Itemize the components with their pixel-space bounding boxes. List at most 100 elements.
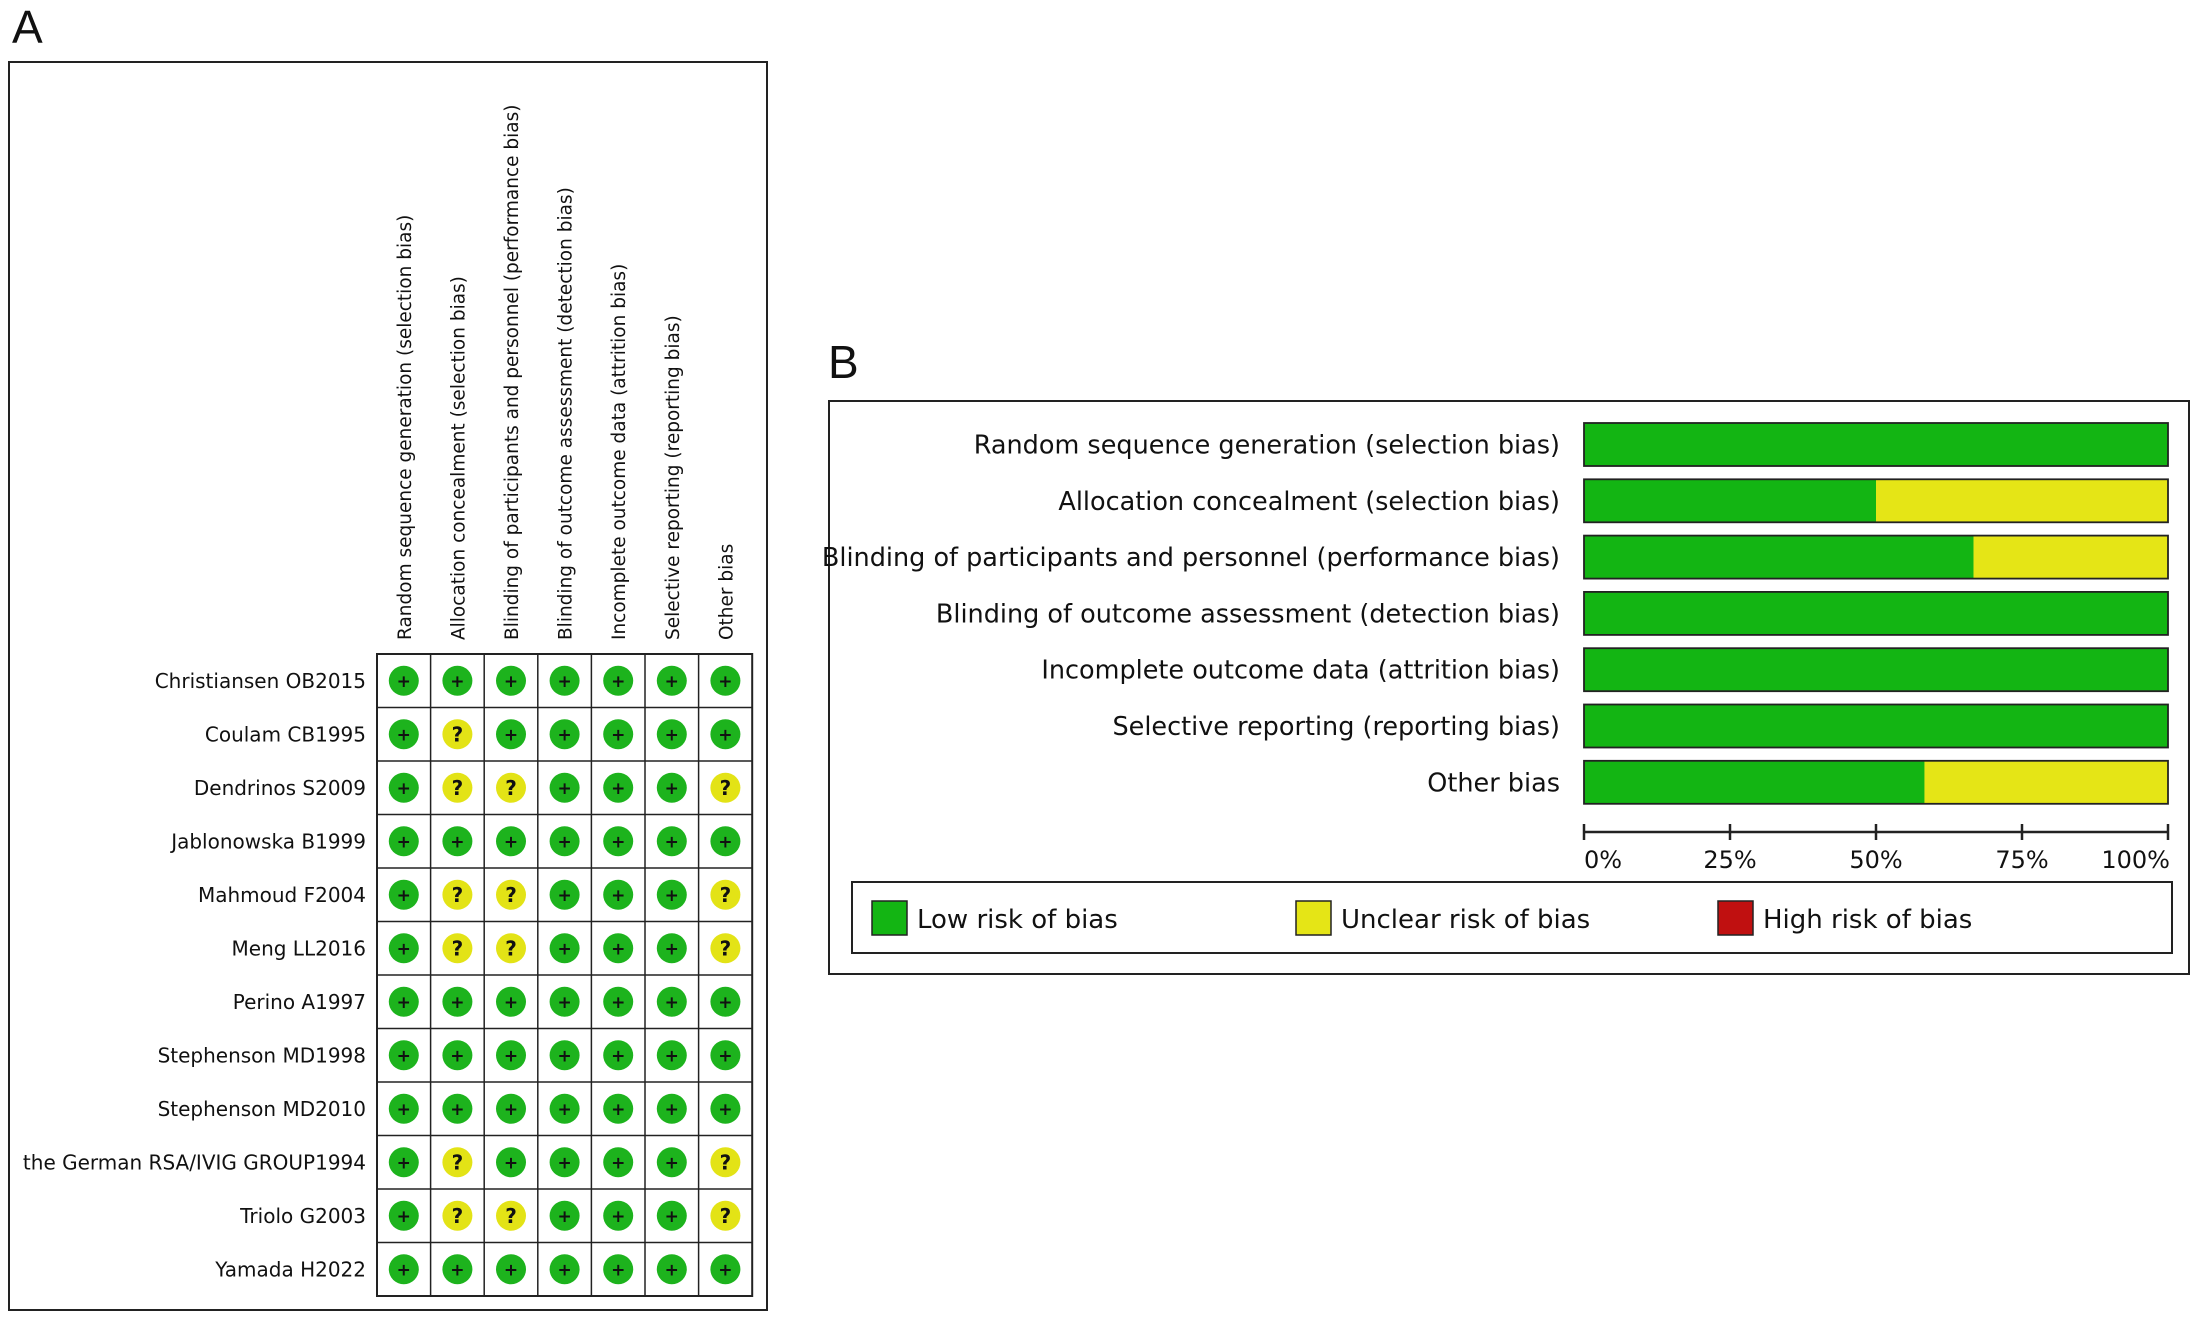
unclear-risk-marker xyxy=(710,879,741,910)
low-risk-marker xyxy=(549,879,580,910)
bar-segment xyxy=(1584,648,2168,692)
judgement-symbol: + xyxy=(397,1260,411,1280)
judgement-symbol: + xyxy=(611,779,625,799)
study-label: Yamada H2022 xyxy=(214,1257,366,1281)
low-risk-marker xyxy=(710,826,741,857)
bar-segment xyxy=(1584,591,2168,635)
low-risk-marker xyxy=(549,1040,580,1071)
column-header: Blinding of outcome assessment (detectio… xyxy=(556,187,577,640)
judgement-symbol: + xyxy=(718,1260,732,1280)
bias-domain-label: Random sequence generation (selection bi… xyxy=(974,431,1560,461)
judgement-symbol: ? xyxy=(452,936,464,960)
judgement-symbol: + xyxy=(397,672,411,692)
judgement-symbol: + xyxy=(557,832,571,852)
bias-domain-label: Selective reporting (reporting bias) xyxy=(1112,712,1560,742)
judgement-symbol: + xyxy=(557,1046,571,1066)
low-risk-marker xyxy=(388,1200,419,1231)
study-label: Mahmoud F2004 xyxy=(198,883,366,907)
judgement-symbol: + xyxy=(611,886,625,906)
low-risk-marker xyxy=(656,772,687,803)
unclear-risk-marker xyxy=(710,772,741,803)
judgement-symbol: + xyxy=(397,1207,411,1227)
low-risk-marker xyxy=(656,879,687,910)
low-risk-marker xyxy=(388,1254,419,1285)
unclear-risk-marker xyxy=(442,1147,473,1178)
risk-of-bias-summary-panel xyxy=(8,61,768,1311)
judgement-symbol: ? xyxy=(452,722,464,746)
low-risk-marker xyxy=(388,772,419,803)
low-risk-marker xyxy=(496,719,526,750)
judgement-symbol: + xyxy=(611,832,625,852)
judgement-symbol: + xyxy=(665,1100,679,1120)
legend-label: Unclear risk of bias xyxy=(1341,905,1590,935)
low-risk-marker xyxy=(388,665,419,696)
judgement-symbol: ? xyxy=(452,883,464,907)
unclear-risk-marker xyxy=(442,879,473,910)
judgement-symbol: + xyxy=(665,1260,679,1280)
low-risk-marker xyxy=(603,1093,634,1124)
judgement-symbol: + xyxy=(665,832,679,852)
judgement-symbol: + xyxy=(397,939,411,959)
judgement-symbol: + xyxy=(397,1046,411,1066)
bias-domain-label: Incomplete outcome data (attrition bias) xyxy=(1041,656,1560,686)
legend-label: High risk of bias xyxy=(1763,905,1972,935)
bias-domain-label: Allocation concealment (selection bias) xyxy=(1058,487,1560,517)
bias-domain-label: Blinding of outcome assessment (detectio… xyxy=(936,599,1560,629)
x-tick-label: 0% xyxy=(1584,846,1622,874)
low-risk-marker xyxy=(656,1254,687,1285)
judgement-symbol: + xyxy=(665,886,679,906)
study-label: Christiansen OB2015 xyxy=(155,669,366,693)
low-risk-marker xyxy=(710,665,741,696)
judgement-symbol: + xyxy=(450,1100,464,1120)
column-header: Other bias xyxy=(716,544,737,640)
judgement-symbol: + xyxy=(504,1046,518,1066)
judgement-symbol: + xyxy=(557,886,571,906)
unclear-risk-marker xyxy=(496,933,526,964)
panel-b-label: B xyxy=(828,336,859,388)
judgement-symbol: + xyxy=(450,1046,464,1066)
unclear-risk-marker xyxy=(496,1200,526,1231)
study-label: Stephenson MD2010 xyxy=(158,1097,366,1121)
panel-a-label: A xyxy=(12,1,43,53)
judgement-symbol: + xyxy=(718,1046,732,1066)
bar-segment xyxy=(1584,760,1925,804)
study-label: Perino A1997 xyxy=(233,990,366,1014)
legend-box xyxy=(851,881,2173,954)
low-risk-marker xyxy=(442,1093,473,1124)
low-risk-marker xyxy=(549,772,580,803)
judgement-symbol: + xyxy=(611,939,625,959)
low-risk-marker xyxy=(442,665,473,696)
low-risk-marker xyxy=(496,1093,526,1124)
judgement-symbol: + xyxy=(450,832,464,852)
low-risk-marker xyxy=(388,826,419,857)
judgement-symbol: + xyxy=(665,1046,679,1066)
low-risk-marker xyxy=(496,826,526,857)
low-risk-marker xyxy=(388,1147,419,1178)
low-risk-marker xyxy=(496,986,526,1017)
judgement-symbol: + xyxy=(665,1207,679,1227)
judgement-symbol: + xyxy=(450,993,464,1013)
low-risk-marker xyxy=(656,665,687,696)
judgement-symbol: + xyxy=(557,1100,571,1120)
low-risk-marker xyxy=(549,1147,580,1178)
unclear-risk-marker xyxy=(496,772,526,803)
judgement-symbol: + xyxy=(665,779,679,799)
low-risk-marker xyxy=(442,1254,473,1285)
judgement-symbol: ? xyxy=(720,1204,732,1228)
judgement-symbol: + xyxy=(718,1100,732,1120)
low-risk-marker xyxy=(603,1200,634,1231)
judgement-symbol: + xyxy=(665,993,679,1013)
low-risk-marker xyxy=(656,933,687,964)
low-risk-marker xyxy=(442,986,473,1017)
x-tick-label: 100% xyxy=(2101,846,2170,874)
low-risk-marker xyxy=(549,665,580,696)
legend-swatch xyxy=(871,900,908,936)
study-label: Coulam CB1995 xyxy=(205,722,366,746)
judgement-symbol: + xyxy=(557,725,571,745)
judgement-symbol: + xyxy=(557,939,571,959)
x-tick-label: 25% xyxy=(1703,846,1756,874)
judgement-symbol: ? xyxy=(452,1204,464,1228)
bar-outline xyxy=(1583,422,2169,467)
low-risk-marker xyxy=(388,1093,419,1124)
low-risk-marker xyxy=(656,1093,687,1124)
